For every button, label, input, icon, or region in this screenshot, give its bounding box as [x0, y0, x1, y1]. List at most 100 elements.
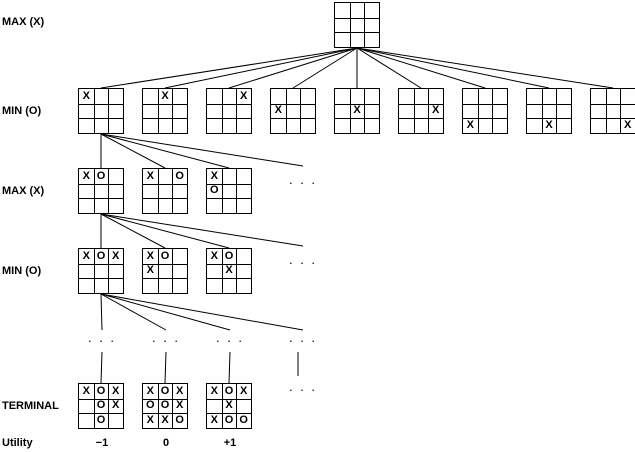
empty-cell	[172, 184, 187, 199]
empty-cell	[79, 413, 94, 428]
empty-cell	[207, 278, 222, 293]
board-grid-line	[222, 384, 223, 428]
x-mark: X	[623, 119, 632, 132]
board-grid-line	[108, 89, 109, 133]
empty-cell	[143, 278, 158, 293]
empty-cell	[94, 104, 109, 119]
tree-edge	[100, 47, 358, 89]
empty-cell	[158, 118, 173, 133]
board-grid-line	[79, 118, 123, 119]
tree-edge	[100, 351, 103, 384]
board-min-level-1: X	[78, 88, 124, 134]
empty-cell	[527, 118, 542, 133]
board-grid-line	[222, 249, 223, 293]
board-grid-line	[143, 399, 187, 400]
empty-cell	[492, 104, 507, 119]
x-mark: X	[111, 399, 120, 412]
empty-cell	[158, 278, 173, 293]
board-grid-line	[158, 249, 159, 293]
board-grid-line	[207, 413, 251, 414]
empty-cell	[591, 104, 606, 119]
tree-edge	[100, 293, 167, 331]
empty-cell	[94, 264, 109, 279]
empty-cell	[222, 89, 237, 104]
empty-cell	[606, 104, 621, 119]
x-mark: X	[82, 169, 90, 182]
board-grid-line	[143, 278, 187, 279]
board-grid-line	[79, 198, 123, 199]
empty-cell	[222, 104, 237, 119]
empty-cell	[94, 184, 109, 199]
empty-cell	[542, 89, 557, 104]
o-mark: O	[160, 249, 170, 262]
more-moves-ellipsis-e: . . .	[288, 379, 318, 394]
more-moves-ellipsis-c: . . .	[215, 330, 245, 345]
board-grid-line	[143, 264, 187, 265]
empty-cell	[350, 89, 365, 104]
empty-cell	[108, 198, 123, 213]
board-grid-line	[222, 169, 223, 213]
empty-cell	[463, 89, 478, 104]
x-mark: X	[210, 249, 218, 262]
board-grid-line	[364, 3, 365, 47]
board-min-level-1: X	[206, 88, 252, 134]
x-mark: X	[545, 119, 553, 132]
more-moves-ellipsis-l2: . . .	[288, 172, 318, 187]
board-grid-line	[94, 384, 95, 428]
empty-cell	[222, 169, 237, 184]
empty-cell	[158, 198, 173, 213]
empty-cell	[158, 104, 173, 119]
empty-cell	[335, 3, 350, 18]
tree-edge	[292, 47, 358, 89]
level-label-min-1: MIN (O)	[2, 105, 42, 117]
board-grid-line	[158, 169, 159, 213]
empty-cell	[364, 104, 379, 119]
x-mark: X	[353, 104, 361, 117]
o-mark: O	[239, 414, 248, 427]
empty-cell	[542, 104, 557, 119]
empty-cell	[620, 104, 635, 119]
board-grid-line	[335, 18, 379, 19]
empty-cell	[143, 118, 158, 133]
empty-cell	[158, 264, 173, 279]
empty-cell	[108, 118, 123, 133]
board-grid-line	[236, 169, 237, 213]
board-grid-line	[591, 104, 635, 105]
board-grid-line	[335, 104, 379, 105]
tree-edge	[100, 213, 230, 249]
board-grid-line	[527, 118, 571, 119]
x-mark: X	[161, 414, 169, 427]
board-grid-line	[108, 169, 109, 213]
empty-cell	[414, 89, 429, 104]
x-mark: X	[146, 384, 154, 397]
empty-cell	[414, 118, 429, 133]
empty-cell	[335, 18, 350, 33]
empty-cell	[236, 278, 251, 293]
board-min-level-1: X	[526, 88, 572, 134]
o-mark: O	[160, 399, 170, 412]
board-grid-line	[335, 118, 379, 119]
o-mark: O	[210, 184, 219, 197]
board-grid-line	[207, 198, 251, 199]
board-min-level-1: X	[590, 88, 635, 134]
empty-cell	[527, 104, 542, 119]
x-mark: X	[466, 119, 474, 132]
tree-edge	[100, 293, 103, 331]
o-mark: O	[175, 169, 184, 182]
tree-edge	[100, 213, 304, 247]
board-grid-line	[335, 32, 379, 33]
board-grid-line	[478, 89, 479, 133]
empty-cell	[335, 104, 350, 119]
board-grid-line	[172, 169, 173, 213]
board-grid-line	[606, 89, 607, 133]
empty-cell	[620, 89, 635, 104]
tree-edge	[228, 47, 358, 89]
empty-cell	[222, 118, 237, 133]
o-mark: O	[146, 399, 155, 412]
board-grid-line	[463, 118, 507, 119]
